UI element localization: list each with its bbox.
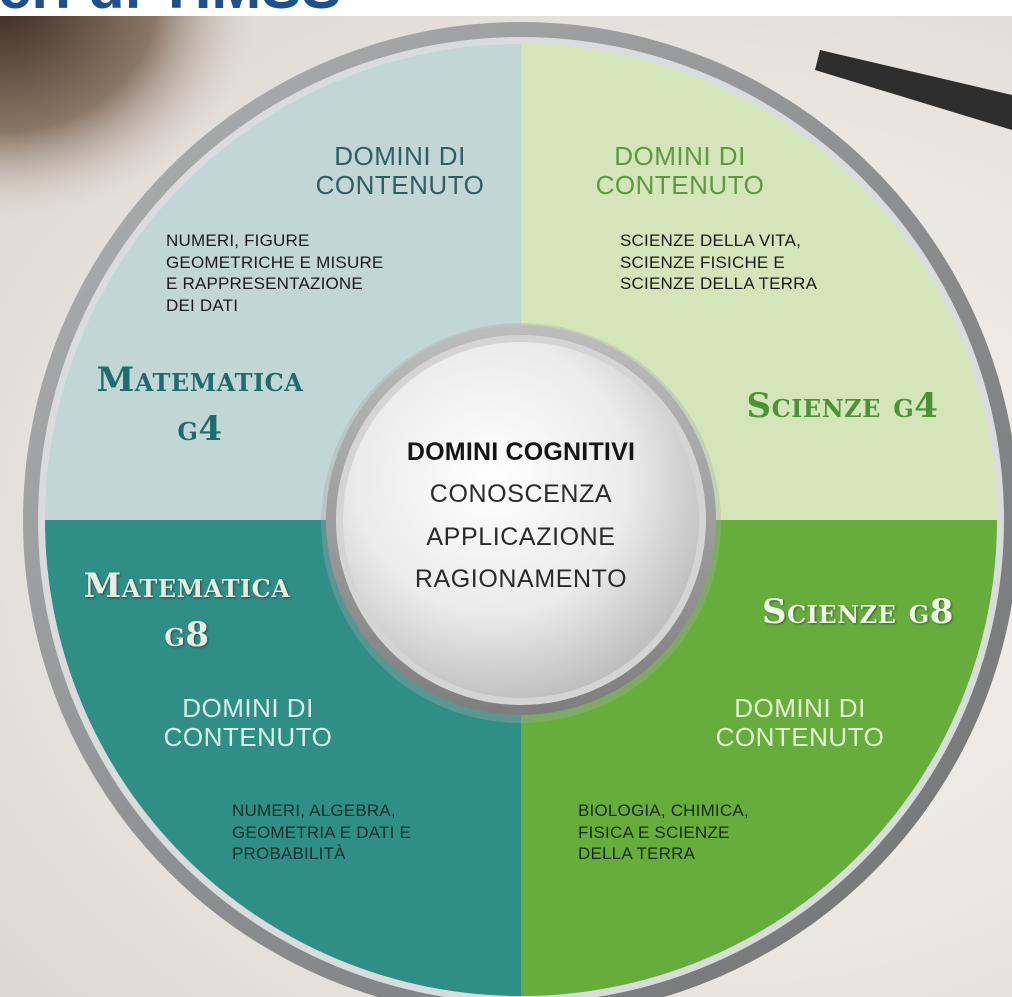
sci-g8-heading-line1: DOMINI DI [734, 693, 866, 723]
center-line-conoscenza: CONOSCENZA [429, 480, 613, 509]
center-title: DOMINI COGNITIVI [406, 438, 636, 466]
math-g8-domain-heading: DOMINI DI CONTENUTO [148, 693, 348, 753]
sci-g4-description: SCIENZE DELLA VITA, SCIENZE FISICHE E SC… [620, 231, 818, 294]
sci-g4-heading-line1: DOMINI DI [614, 141, 746, 171]
math-g8-description: NUMERI, ALGEBRA, GEOMETRIA E DATI E PROB… [232, 801, 411, 864]
sci-g8-heading-line2: CONTENUTO [715, 722, 885, 753]
math-g4-subject-line2: g4 [177, 409, 223, 450]
center-line-applicazione: APPLICAZIONE [426, 522, 616, 551]
sci-g8-subject-text: Scienze g8 [762, 592, 954, 632]
sci-g4-domain-heading: DOMINI DI CONTENUTO [570, 141, 790, 201]
math-g8-subject-line1: Matematica [83, 566, 291, 606]
sci-g4-subject-text: Scienze g4 [746, 386, 939, 426]
math-g4-description: NUMERI, FIGURE GEOMETRICHE E MISURE E RA… [166, 231, 384, 315]
center-hub [343, 342, 699, 698]
header-band [0, 0, 1012, 16]
sci-g4-heading-line2: CONTENUTO [595, 170, 765, 201]
math-g8-heading-line2: CONTENUTO [163, 722, 333, 753]
math-g8-subject: Matematica g8 [56, 562, 318, 661]
center-label-group: DOMINI COGNITIVI CONOSCENZA APPLICAZIONE… [346, 438, 696, 593]
background-pen-shape [815, 50, 1012, 130]
sci-g8-domain-heading: DOMINI DI CONTENUTO [690, 693, 910, 753]
math-g4-heading-line1: DOMINI DI [334, 141, 466, 171]
math-g4-heading-line2: CONTENUTO [315, 170, 485, 201]
sci-g4-subject: Scienze g4 [720, 382, 965, 431]
center-line-ragionamento: RAGIONAMENTO [414, 564, 628, 593]
math-g8-subject-line2: g8 [164, 615, 210, 656]
math-g8-heading-line1: DOMINI DI [182, 693, 314, 723]
sci-g8-subject: Scienze g8 [738, 588, 978, 637]
header-title-fragment: eri di TIMSS [0, 0, 341, 22]
math-g4-subject: Matematica g4 [60, 356, 340, 455]
math-g4-domain-heading: DOMINI DI CONTENUTO [300, 141, 500, 201]
math-g4-subject-line1: Matematica [96, 360, 304, 400]
sci-g8-description: BIOLOGIA, CHIMICA, FISICA E SCIENZE DELL… [578, 801, 749, 864]
